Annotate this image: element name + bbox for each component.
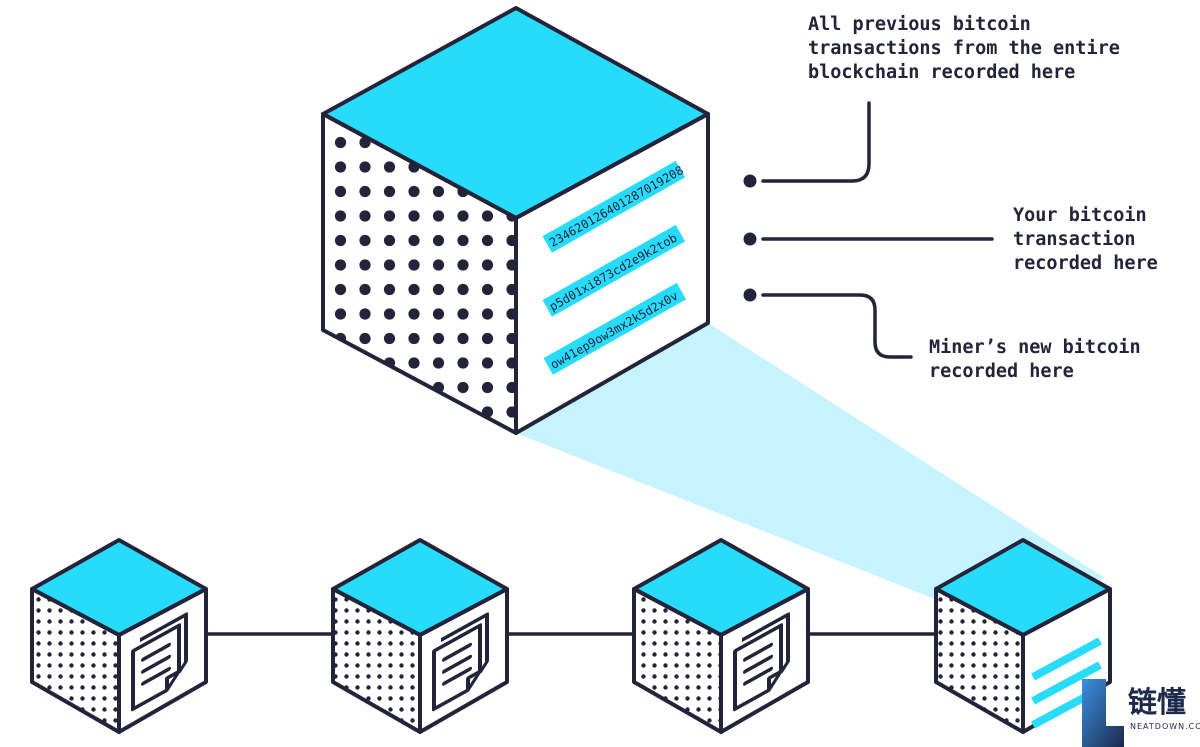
hash-band-1 (542, 160, 686, 253)
dot-miner (743, 288, 757, 302)
watermark-subtext: NEATDOWN.COM (1130, 722, 1200, 731)
chain-blocks (30, 538, 1112, 734)
dot-yours (743, 232, 757, 246)
document-icon (733, 612, 790, 712)
leader-previous (761, 101, 871, 183)
callout-your-transaction: Your bitcoin transaction recorded here (1013, 205, 1158, 274)
callout-miner-bitcoin: Miner’s new bitcoin recorded here (929, 337, 1141, 382)
leader-miner (761, 293, 913, 359)
hash-band-3 (543, 282, 687, 375)
logo-l-mark (1082, 679, 1124, 747)
chain-block-2 (331, 538, 509, 734)
hash-band-2 (542, 224, 686, 317)
watermark-text: 链懂 (1128, 685, 1187, 719)
dot-previous (743, 174, 757, 188)
watermark-logo (1082, 679, 1124, 747)
callout-leaders (761, 101, 994, 359)
callout-dots (743, 174, 757, 302)
document-icon (432, 612, 489, 712)
chain-block-1 (30, 538, 208, 734)
document-icon (131, 612, 188, 712)
chain-block-3 (632, 538, 810, 734)
zoom-beam (516, 323, 1105, 632)
callout-previous-transactions: All previous bitcoin transactions from t… (808, 14, 1120, 83)
